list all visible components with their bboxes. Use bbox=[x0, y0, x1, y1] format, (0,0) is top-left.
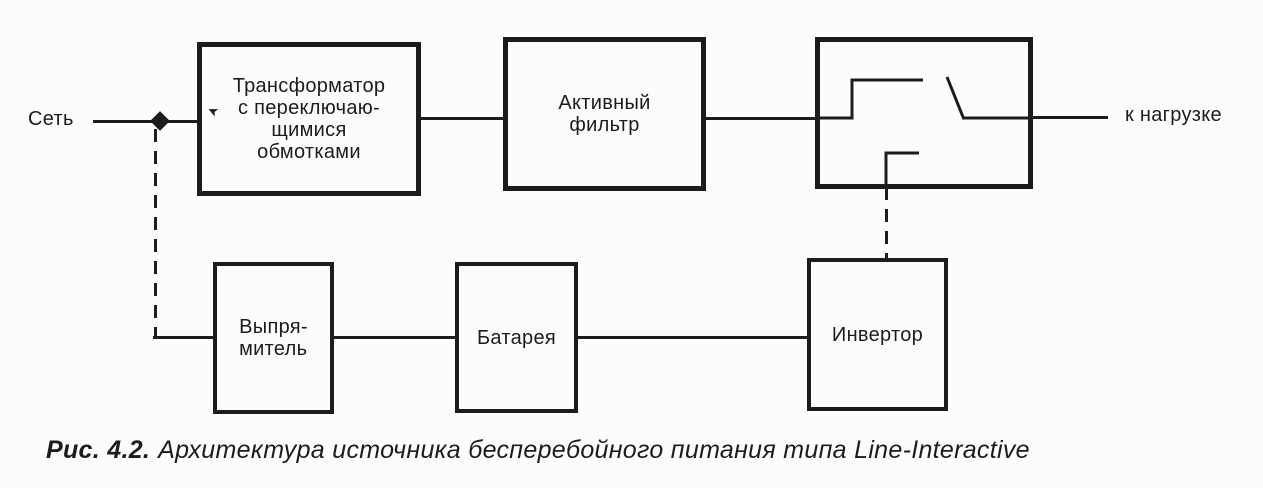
branch-to-rectifier-line bbox=[153, 336, 214, 339]
battery-to-inverter-line bbox=[577, 336, 808, 339]
transformer-label-line-4: обмотками bbox=[257, 141, 361, 163]
net-line bbox=[93, 120, 197, 123]
transformer-to-filter-line bbox=[420, 117, 504, 120]
filter-to-switch-line bbox=[705, 117, 816, 120]
active-filter-box: Активный фильтр bbox=[503, 37, 706, 191]
figure-caption: Рис. 4.2.Архитектура источника бесперебо… bbox=[46, 436, 1246, 465]
battery-box: Батарея bbox=[455, 262, 578, 413]
net-label: Сеть bbox=[28, 108, 74, 130]
rectifier-label-line-1: Выпря- bbox=[239, 316, 308, 338]
transfer-switch-icon bbox=[815, 76, 1033, 189]
load-label: к нагрузке bbox=[1125, 104, 1222, 126]
caption-text: Архитектура источника бесперебойного пит… bbox=[158, 436, 1030, 464]
junction-dot bbox=[150, 111, 170, 131]
transformer-label-line-2: с переключаю- bbox=[237, 97, 381, 119]
battery-label: Батарея bbox=[476, 326, 557, 349]
rectifier-to-battery-line bbox=[333, 336, 456, 339]
caption-number: Рис. 4.2. bbox=[46, 436, 151, 464]
inverter-label: Инвертор bbox=[831, 323, 924, 346]
switch-to-load-line bbox=[1032, 116, 1108, 119]
rectifier-box: Выпря- митель bbox=[213, 262, 334, 414]
rectifier-label-line-2: митель bbox=[239, 338, 308, 360]
filter-label-line-2: фильтр bbox=[569, 114, 640, 136]
net-branch-dashed-line bbox=[154, 129, 157, 338]
filter-label-line-1: Активный bbox=[558, 92, 651, 114]
inverter-box: Инвертор bbox=[807, 258, 948, 411]
transformer-label-line-1: Трансформатор bbox=[232, 75, 386, 97]
transfer-switch-box bbox=[815, 37, 1033, 189]
switch-to-inverter-dashed-line bbox=[885, 187, 888, 259]
transformer-box: ➤ Трансформатор с переключаю- щимися обм… bbox=[197, 42, 421, 196]
transformer-label-line-3: щимися bbox=[271, 119, 347, 141]
tap-arrow-icon: ➤ bbox=[204, 102, 221, 121]
